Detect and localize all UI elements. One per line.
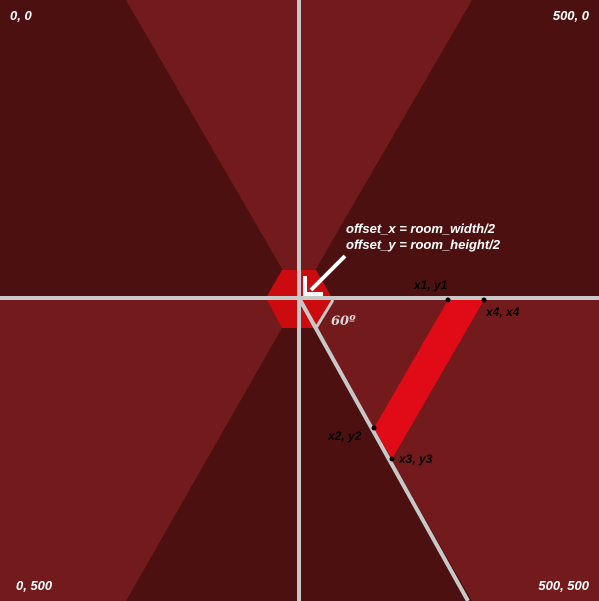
arrow-head-icon [303,276,323,296]
sector-bottom-right [299,298,599,601]
point-2 [371,425,377,431]
point-4-label: x4, x4 [485,305,520,319]
offset-y-label: offset_y = room_height/2 [346,237,501,252]
point-4 [481,297,487,303]
arrow-shaft [309,254,347,292]
angle-arc [314,299,335,329]
point-2-label: x2, y2 [327,429,362,443]
angle-label: 60º [331,314,356,329]
corner-label-bottom-left: 0, 500 [16,578,53,593]
wall-segment [374,300,484,459]
point-3-label: x3, y3 [398,452,433,466]
point-1-label: x1, y1 [413,278,448,292]
corner-label-top-right: 500, 0 [553,8,590,23]
sector-bottom-left [0,298,299,601]
corner-label-bottom-right: 500, 500 [538,578,589,593]
point-1 [445,297,451,303]
diagonal-line [297,297,470,601]
corner-label-top-left: 0, 0 [10,8,32,23]
point-3 [389,456,395,462]
offset-x-label: offset_x = room_width/2 [346,221,496,236]
